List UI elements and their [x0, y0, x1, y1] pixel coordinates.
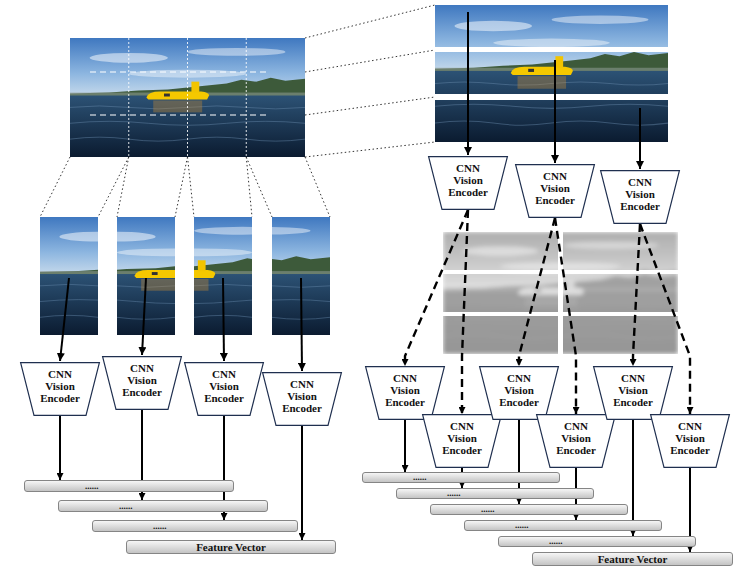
- encoder-box: CNN Vision Encoder: [365, 366, 445, 420]
- encoder-label: CNN Vision Encoder: [606, 366, 660, 408]
- encoder-outline: [185, 363, 264, 416]
- encoder-label: CNN Vision Encoder: [549, 414, 603, 456]
- encoder-outline: [601, 171, 680, 224]
- encoder-outline: [423, 415, 502, 468]
- feature-vector-bar: ......: [58, 500, 268, 512]
- feature-vector-bar: ......: [464, 520, 662, 531]
- encoder-label: CNN Vision Encoder: [115, 356, 169, 398]
- vector-label: ......: [153, 522, 167, 531]
- vector-label: ......: [481, 505, 495, 514]
- encoder-outline: [429, 157, 508, 210]
- feature-vector-bar: ......: [24, 480, 234, 492]
- feature-vector-bar: ......: [396, 488, 594, 499]
- flow-arrow: [555, 218, 576, 414]
- split-guides: [90, 38, 268, 157]
- encoder-box: CNN Vision Encoder: [650, 414, 730, 468]
- encoder-label: CNN Vision Encoder: [441, 156, 495, 198]
- encoder-outline: [103, 357, 182, 410]
- flow-arrow: [59, 416, 61, 480]
- encoder-outline: [366, 367, 445, 420]
- vector-label: ......: [515, 521, 529, 530]
- encoder-outline: [480, 367, 559, 420]
- vector-label: Feature Vector: [598, 553, 668, 565]
- encoder-box: CNN Vision Encoder: [593, 366, 673, 420]
- flow-arrow: [405, 210, 468, 366]
- encoder-box: CNN Vision Encoder: [262, 372, 342, 426]
- feature-vector-bar: Feature Vector: [532, 552, 733, 566]
- flow-arrow: [632, 420, 634, 536]
- flow-arrow: [462, 210, 468, 414]
- feature-vector-bar: Feature Vector: [126, 540, 336, 554]
- encoder-label: CNN Vision Encoder: [33, 362, 87, 404]
- encoder-label: CNN Vision Encoder: [492, 366, 546, 408]
- vector-label: Feature Vector: [196, 541, 266, 553]
- flow-arrow: [519, 218, 555, 366]
- encoder-label: CNN Vision Encoder: [197, 362, 251, 404]
- feature-vector-bar: ......: [362, 472, 560, 483]
- photo-strip: [59, 217, 291, 335]
- encoder-box: CNN Vision Encoder: [515, 164, 595, 218]
- encoder-box: CNN Vision Encoder: [479, 366, 559, 420]
- flow-arrow: [301, 426, 303, 540]
- encoder-box: CNN Vision Encoder: [184, 362, 264, 416]
- photo-band: [435, 16, 668, 142]
- encoder-box: CNN Vision Encoder: [20, 362, 100, 416]
- encoder-outline: [516, 165, 595, 218]
- feature-vector-bar: ......: [92, 520, 298, 532]
- feature-vector-bar: ......: [430, 504, 628, 515]
- encoder-outline: [651, 415, 730, 468]
- encoder-label: CNN Vision Encoder: [613, 170, 667, 212]
- encoder-box: CNN Vision Encoder: [600, 170, 680, 224]
- encoder-outline: [21, 363, 100, 416]
- vector-label: ......: [85, 482, 99, 491]
- flow-arrow: [404, 420, 406, 472]
- vector-label: ......: [413, 473, 427, 482]
- photo: [70, 38, 305, 157]
- encoder-outline: [263, 373, 342, 426]
- encoder-box: CNN Vision Encoder: [102, 356, 182, 410]
- feature-vector-bar: ......: [498, 536, 696, 547]
- input-arrows: [60, 12, 640, 371]
- feature-map: [448, 240, 678, 354]
- encoder-outline: [537, 415, 616, 468]
- encoder-label: CNN Vision Encoder: [663, 414, 717, 456]
- encoder-box: CNN Vision Encoder: [428, 156, 508, 210]
- leader-lines: [40, 5, 435, 217]
- vector-label: ......: [447, 489, 461, 498]
- encoder-label: CNN Vision Encoder: [378, 366, 432, 408]
- encoder-box: CNN Vision Encoder: [422, 414, 502, 468]
- photo-strip: [98, 217, 330, 335]
- encoder-label: CNN Vision Encoder: [435, 414, 489, 456]
- encoder-box: CNN Vision Encoder: [536, 414, 616, 468]
- encoder-outline: [594, 367, 673, 420]
- vector-label: ......: [549, 537, 563, 546]
- vector-label: ......: [119, 502, 133, 511]
- encoder-label: CNN Vision Encoder: [528, 164, 582, 206]
- flow-arrow: [633, 224, 640, 366]
- encoder-label: CNN Vision Encoder: [275, 372, 329, 414]
